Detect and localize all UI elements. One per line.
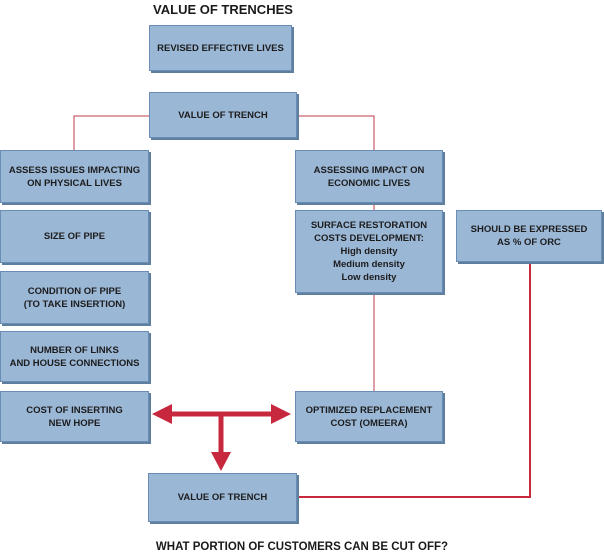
box-number-of-links: NUMBER OF LINKS AND HOUSE CONNECTIONS — [0, 331, 149, 382]
box-surface-restoration: SURFACE RESTORATION COSTS DEVELOPMENT: H… — [295, 210, 443, 293]
box-label: ASSESS ISSUES IMPACTING ON PHYSICAL LIVE… — [8, 164, 141, 189]
box-label: CONDITION OF PIPE (TO TAKE INSERTION) — [23, 285, 126, 310]
box-condition-of-pipe: CONDITION OF PIPE (TO TAKE INSERTION) — [0, 271, 149, 324]
box-label: SIZE OF PIPE — [43, 231, 106, 242]
box-label: VALUE OF TRENCH — [178, 109, 268, 121]
arrow-head-right — [271, 404, 291, 424]
box-revised-effective-lives: REVISED EFFECTIVE LIVES — [149, 25, 292, 71]
density-item: Low density — [341, 272, 397, 283]
box-value-of-trench-top: VALUE OF TRENCH — [149, 92, 297, 138]
box-assess-physical-lives: ASSESS ISSUES IMPACTING ON PHYSICAL LIVE… — [0, 150, 149, 203]
diagram-footer-question: WHAT PORTION OF CUSTOMERS CAN BE CUT OFF… — [155, 541, 449, 553]
box-optimized-replacement-cost: OPTIMIZED REPLACEMENT COST (OMEERA) — [295, 391, 443, 442]
arrow-head-left — [152, 404, 172, 424]
density-item: High density — [340, 246, 398, 257]
box-should-be-expressed: SHOULD BE EXPRESSED AS % OF ORC — [456, 210, 602, 262]
diagram-title: VALUE OF TRENCHES — [153, 2, 293, 17]
connector-top-to-economic — [297, 115, 375, 150]
box-label: VALUE OF TRENCH — [177, 492, 268, 503]
box-label: SHOULD BE EXPRESSED AS % OF ORC — [470, 224, 588, 248]
connector-orc-to-value — [297, 262, 531, 498]
box-cost-of-inserting: COST OF INSERTING NEW HOPE — [0, 391, 149, 442]
box-size-of-pipe: SIZE OF PIPE — [0, 210, 149, 263]
box-label: OPTIMIZED REPLACEMENT COST (OMEERA) — [305, 404, 433, 429]
connector-top-to-physical — [73, 115, 149, 150]
density-item: Medium density — [333, 259, 405, 270]
arrow-head-down — [211, 452, 231, 471]
density-list: High density Medium density Low density — [333, 245, 405, 284]
box-assessing-economic-lives: ASSESSING IMPACT ON ECONOMIC LIVES — [295, 150, 443, 203]
box-label: REVISED EFFECTIVE LIVES — [157, 42, 284, 54]
box-label: ASSESSING IMPACT ON ECONOMIC LIVES — [313, 164, 425, 189]
surface-restoration-heading: SURFACE RESTORATION COSTS DEVELOPMENT: — [310, 220, 428, 244]
box-label: COST OF INSERTING NEW HOPE — [26, 404, 123, 429]
box-label: NUMBER OF LINKS AND HOUSE CONNECTIONS — [9, 344, 140, 369]
box-value-of-trench-bottom: VALUE OF TRENCH — [148, 473, 297, 522]
